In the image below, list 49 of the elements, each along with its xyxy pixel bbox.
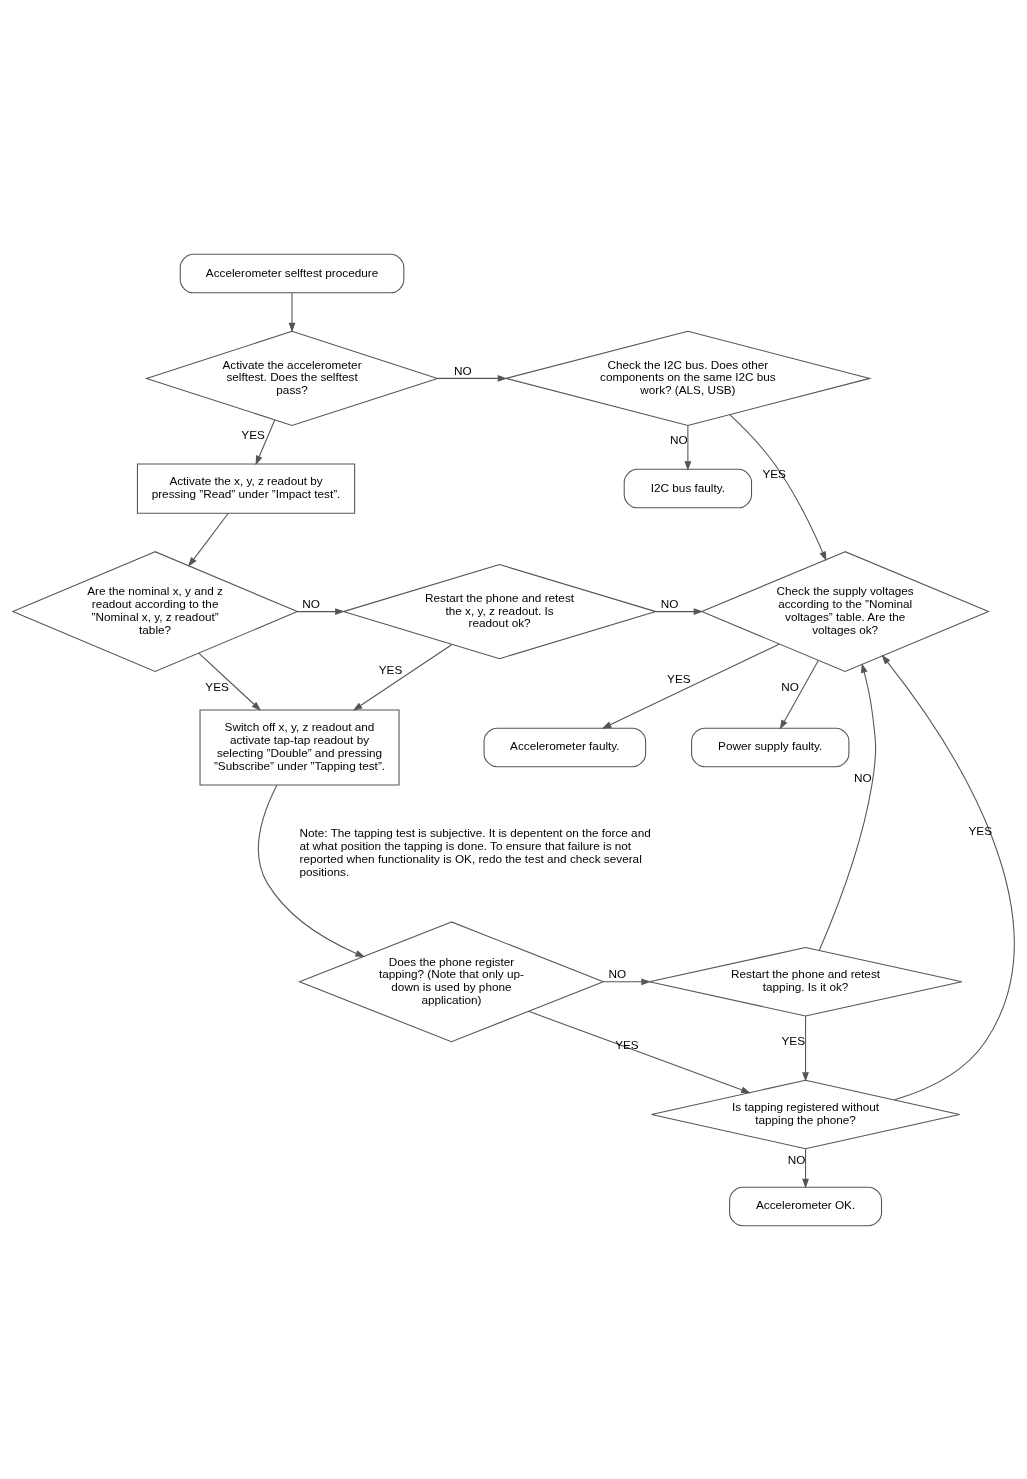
edge-label: NO: [454, 363, 472, 377]
edge-label: YES: [762, 466, 786, 480]
arrow: [818, 662, 877, 951]
arrow: [288, 291, 296, 332]
edge-label: NO: [660, 596, 679, 610]
arrow: [881, 654, 1015, 1100]
edge-label: NO: [787, 1152, 806, 1166]
node-diamond: Restart the phone and retest tapping. Is it ok?: [648, 946, 963, 1017]
node-box: Activate the x, y, z readout by pressing ”Read” under ”Impact test”.: [136, 462, 356, 514]
arrow: [802, 1015, 809, 1082]
node-diamond: Is tapping registered without tapping the phone?: [650, 1079, 961, 1149]
node-box: Accelerometer OK.: [729, 1186, 883, 1226]
arrow: [655, 607, 704, 615]
node-diamond: Activate the accelerometer selftest. Does the selftest pass?: [144, 330, 440, 426]
node-box: Power supply faulty.: [691, 727, 850, 767]
edge-label: YES: [378, 662, 403, 676]
arrow: [188, 512, 229, 567]
node-box: I2C bus faulty.: [623, 468, 753, 508]
arrow: [352, 643, 453, 711]
node-diamond: Restart the phone and retest the x, y, z readout. Is readout ok?: [341, 563, 658, 659]
arrow: [729, 413, 827, 561]
arrow: [601, 643, 780, 729]
edge-label: YES: [781, 1033, 806, 1047]
node-diamond: Are the nominal x, y and z readout according to the ”Nominal x, y, z readout” table?: [11, 550, 299, 672]
label: Note: The tapping test is subjective. It is depentent on the force and at what position the tapping is done. To ensure that failure is not reported when functionality is OK, redo the test and check several positions.: [299, 825, 651, 878]
node-diamond: Does the phone register tapping? (Note that only up-down is used by phone application): [298, 920, 605, 1042]
edge-label: NO: [669, 432, 688, 446]
arrow: [198, 652, 262, 711]
edge-label: NO: [853, 770, 872, 783]
edge-label: NO: [608, 966, 627, 980]
edge-label: YES: [205, 679, 229, 693]
arrow: [296, 607, 345, 615]
edge-label: YES: [968, 823, 993, 837]
node-box: Accelerometer selftest procedure: [179, 253, 405, 293]
arrow: [255, 418, 276, 465]
edge-label: YES: [241, 427, 265, 441]
arrow: [528, 1010, 751, 1093]
arrow: [437, 374, 508, 382]
node-box: Accelerometer faulty.: [483, 727, 647, 767]
arrow: [603, 977, 651, 985]
edge-label: YES: [667, 671, 691, 685]
edge-label: YES: [615, 1037, 639, 1051]
arrow: [779, 659, 819, 729]
arrow: [258, 784, 366, 957]
arrow: [802, 1147, 809, 1188]
edge-label: NO: [781, 679, 799, 693]
node-box: Switch off x, y, z readout and activate tap-tap readout by selecting ”Double” and pressing ”Subscribe” under ”Tapping test”.: [199, 709, 400, 785]
edge-label: NO: [302, 596, 320, 610]
arrow: [684, 424, 692, 471]
